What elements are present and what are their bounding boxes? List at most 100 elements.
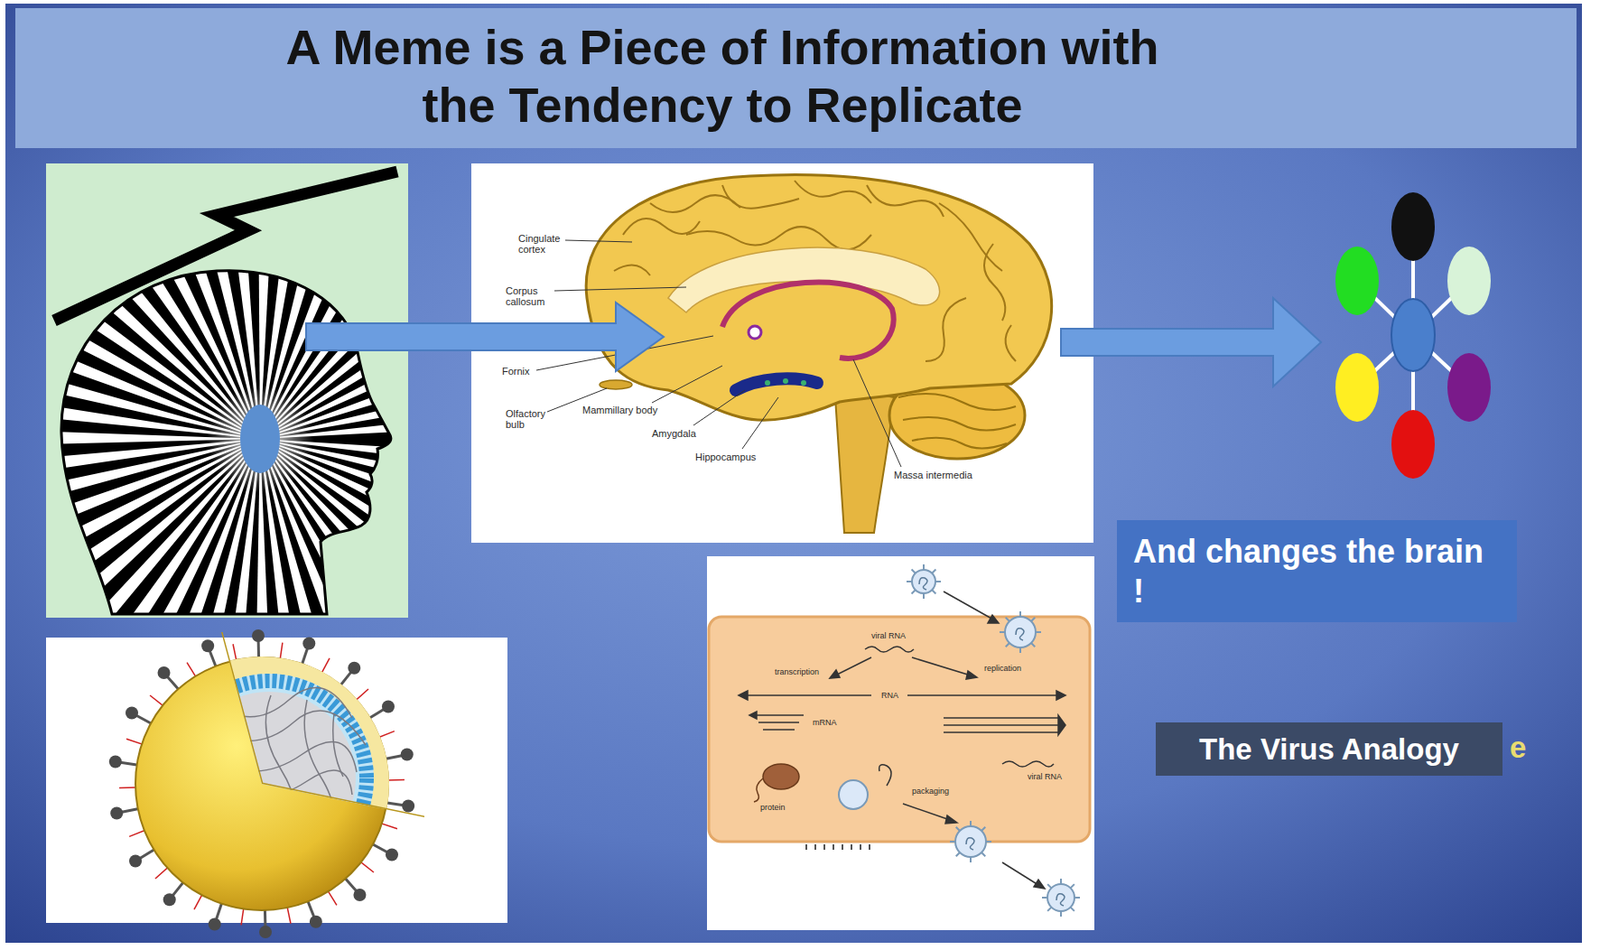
brain-illustration	[650, 195, 741, 213]
cell-replication-illustration	[706, 556, 1095, 931]
virus-spike	[110, 806, 123, 819]
cell-replication-illustration	[738, 690, 748, 700]
brain-illustration	[604, 180, 1016, 362]
brain-illustration	[794, 180, 872, 204]
virus-spike	[302, 637, 316, 651]
cell-replication-illustration	[1002, 761, 1054, 767]
virus-illustration	[304, 699, 334, 831]
cell-replication-illustration	[841, 844, 844, 850]
virus-particle	[1047, 883, 1075, 912]
brain-illustration	[471, 163, 1094, 543]
brain-illustration	[693, 390, 745, 426]
virus-spike	[401, 800, 415, 813]
virus-illustration	[221, 632, 425, 818]
process-label: packaging	[911, 787, 949, 797]
brain-illustration	[939, 203, 1003, 271]
brain-illustration	[613, 265, 651, 276]
process-label: replication	[984, 664, 1022, 674]
virus-spike	[385, 847, 399, 861]
brain-illustration	[1005, 325, 1016, 362]
background-panel	[5, 3, 1582, 943]
cell-replication-illustration	[943, 731, 1061, 734]
meme-flower	[1391, 192, 1435, 261]
virus-spike	[201, 639, 214, 652]
virus-spike	[109, 754, 122, 768]
cell-replication-illustration	[829, 669, 840, 679]
cell-replication-illustration	[806, 844, 870, 850]
cell-replication-illustration	[911, 657, 971, 676]
cell-replication-illustration	[762, 728, 795, 731]
virus-illustration	[265, 695, 298, 840]
virus-spike	[259, 925, 272, 939]
virus-spike	[309, 915, 323, 929]
meme-flower	[1391, 298, 1435, 372]
virus-particle	[911, 569, 936, 594]
meme-flower	[1335, 353, 1379, 422]
brain-illustration	[866, 185, 944, 217]
cell-replication-illustration	[1058, 715, 1066, 735]
brain-illustration	[623, 218, 700, 235]
brain-illustration	[782, 378, 789, 384]
cell-replication-illustration	[758, 721, 800, 724]
process-label: mRNA	[812, 718, 838, 728]
brain-illustration	[586, 175, 1052, 421]
virus-particle	[1004, 616, 1036, 648]
cell-replication-illustration	[706, 556, 1095, 931]
brain-part-label: Corpus callosum	[505, 285, 556, 307]
cell-replication-illustration	[943, 591, 994, 620]
head-illustration	[54, 171, 398, 321]
virus-illustration	[134, 632, 425, 912]
cell-replication-illustration	[943, 724, 1061, 726]
flow-arrow	[1060, 297, 1321, 387]
cell-replication-illustration	[738, 591, 1066, 889]
virus-spike	[125, 706, 139, 720]
title-band	[15, 8, 1577, 149]
brain-part-label: Amygdala	[651, 427, 697, 439]
cell-replication-illustration	[850, 844, 853, 850]
virus-spike	[251, 629, 265, 642]
head-illustration	[205, 384, 315, 494]
virus-particle	[1056, 893, 1065, 906]
head-illustration	[240, 404, 280, 474]
virus-illustration	[212, 710, 366, 745]
cell-replication-illustration	[823, 844, 826, 850]
brain-illustration	[735, 378, 818, 391]
brain-illustration	[800, 380, 807, 386]
brain-part-label: Massa intermedia	[893, 469, 973, 481]
brain-illustration	[554, 287, 687, 291]
brain-illustration	[748, 325, 762, 339]
process-label: transcription	[774, 668, 819, 678]
virus-particle	[966, 837, 975, 850]
brain-illustration	[722, 281, 894, 358]
cell-replication-illustration	[868, 844, 871, 850]
flow-arrow	[306, 302, 664, 372]
cell-replication-illustration	[835, 657, 872, 676]
brain-illustration	[742, 397, 779, 449]
brain-illustration	[668, 247, 940, 313]
virus-illustration	[333, 713, 344, 777]
brain-part-label: Hippocampus	[695, 451, 756, 463]
virus-illustration	[212, 687, 366, 840]
head-stripe	[233, 59, 261, 439]
cell-replication-illustration	[879, 764, 892, 786]
cell-replication-illustration	[966, 670, 977, 680]
process-label: protein	[760, 803, 786, 813]
cell-replication-illustration	[754, 714, 804, 717]
cell-replication-illustration	[907, 694, 1059, 697]
brain-part-label: Cingulate cortex	[518, 232, 568, 255]
virus-illustration	[46, 637, 508, 923]
cell-replication-illustration	[1002, 862, 1039, 885]
process-label: viral RNA	[1027, 772, 1062, 782]
virus-spike	[400, 748, 414, 762]
cell-replication-illustration	[1056, 690, 1066, 700]
cell-replication-illustration	[762, 763, 800, 790]
cell-replication-illustration	[753, 778, 763, 802]
cell-replication-illustration	[745, 694, 872, 697]
brain-illustration	[599, 380, 633, 390]
brain-illustration	[835, 395, 894, 533]
meme-flower	[1391, 409, 1435, 479]
brain-illustration	[925, 297, 967, 362]
slide-title: A Meme is a Piece of Information with th…	[270, 18, 1174, 134]
cell-replication-illustration	[708, 616, 1090, 842]
